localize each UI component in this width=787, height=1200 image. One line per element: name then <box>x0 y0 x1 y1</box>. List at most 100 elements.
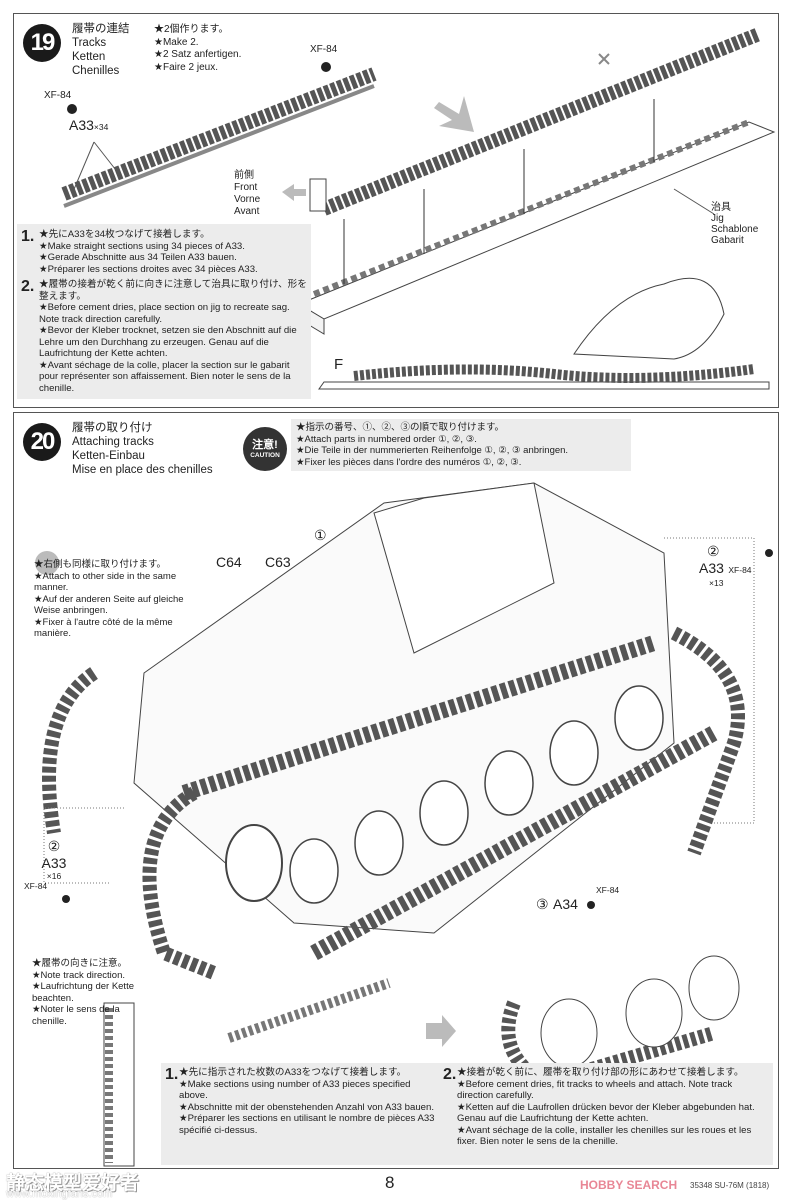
step-19-panel: 19 履帯の連結 Tracks Ketten Chenilles ★2個作ります… <box>13 13 779 408</box>
caution-notes: ★指示の番号、①、②、③の順で取り付けます。★Attach parts in n… <box>291 419 631 471</box>
jig-fr: Gabarit <box>711 235 744 246</box>
part-number: A34 <box>553 896 578 912</box>
part-callout: A33×34 <box>69 117 108 135</box>
instr-jp: ★接着が乾く前に、履帯を取り付け部の形にあわせて接着します。 <box>457 1067 744 1078</box>
note-line: ★Laufrichtung der Kette beachten. <box>32 981 134 1004</box>
instr-en: ★Before cement dries, place section on j… <box>39 302 290 325</box>
part-qty: ×16 <box>46 871 62 881</box>
instr-en: ★Before cement dries, fit tracks to whee… <box>457 1078 733 1102</box>
track-direction-note: ★履帯の向きに注意。★Note track direction.★Laufric… <box>32 958 152 1027</box>
step-20-instructions: 1. ★先に指示された枚数のA33をつなげて接着します。★Make sectio… <box>161 1063 773 1165</box>
note-line: ★履帯の向きに注意。 <box>32 958 128 969</box>
part-number: A33 <box>41 855 67 871</box>
instr-fr: ★Avant séchage de la colle, placer la se… <box>39 359 291 394</box>
caution-en: CAUTION <box>250 452 280 459</box>
step-20-illustration <box>35 482 773 1167</box>
note-line: ★Make 2. <box>154 36 199 48</box>
part-qty: ×34 <box>93 122 109 132</box>
note-line: ★指示の番号、①、②、③の順で取り付けます。 <box>296 422 505 433</box>
paint-dot-icon <box>321 62 331 72</box>
title-jp: 履帯の取り付け <box>72 422 153 434</box>
sagged-track <box>353 364 755 383</box>
track-rear-curve <box>670 626 745 856</box>
part-number: A33 <box>699 560 724 576</box>
step-19-illustration <box>61 27 776 390</box>
instr-fr: ★Préparer les sections en utilisant le n… <box>179 1113 435 1136</box>
jig-jp: 治具 <box>711 202 731 213</box>
paint-label: XF-84 <box>24 881 48 891</box>
part-callout-front: ② A33 ×16 XF-84 <box>24 838 84 891</box>
track-other-side <box>42 667 99 835</box>
note-line: ★2個作ります。 <box>154 24 229 35</box>
front-en: Front <box>234 182 258 193</box>
note-line: ★Fixer les pièces dans l'ordre des numér… <box>296 456 522 468</box>
other-side-marker-icon <box>35 551 59 575</box>
track-lower <box>310 725 718 961</box>
front-jp: 前側 <box>234 170 254 181</box>
note-line: ★Faire 2 jeux. <box>154 61 218 73</box>
instr-en: ★Make sections using number of A33 piece… <box>179 1078 411 1102</box>
front-fr: Avant <box>234 206 260 217</box>
front-de: Vorne <box>234 194 261 205</box>
part-number: A33 <box>69 117 94 133</box>
part-callout-rear: ② A33 XF-84 ×13 <box>699 543 752 588</box>
brand-watermark: HOBBY SEARCH <box>580 1178 678 1192</box>
order-marker-2: ② <box>47 838 61 854</box>
instr-en: ★Make straight sections using 34 pieces … <box>39 240 245 252</box>
step-title: 履帯の連結 Tracks Ketten Chenilles <box>72 22 130 78</box>
instruction-2: 2. ★履帯の接着が乾く前に向きに注意して治具に取り付け、形を整えます。★Bef… <box>21 279 307 394</box>
note-line: ★Attach to other side in the same manner… <box>34 570 177 594</box>
front-arrow-icon <box>282 184 306 201</box>
instr-de: ★Bevor der Kleber trocknet, setzen sie d… <box>39 325 297 359</box>
instr-jp: ★履帯の接着が乾く前に向きに注意して治具に取り付け、形を整えます。 <box>39 279 307 302</box>
note-line: ★Note track direction. <box>32 969 125 981</box>
paint-label: XF-84 <box>596 885 620 895</box>
caution-badge: 注意! CAUTION <box>243 427 287 471</box>
step-title: 履帯の取り付け Attaching tracks Ketten-Einbau M… <box>72 421 213 477</box>
instr-fr: ★Avant séchage de la colle, installer le… <box>457 1124 752 1148</box>
instruction-2: 2. ★接着が乾く前に、履帯を取り付け部の形にあわせて接着します。★Before… <box>443 1067 771 1148</box>
instr-fr: ★Préparer les sections droites avec 34 p… <box>39 263 258 275</box>
instr-jp: ★先にA33を34枚つなげて接着します。 <box>39 229 210 240</box>
order-marker-1: ① <box>314 527 327 543</box>
title-en: Attaching tracks <box>72 436 154 448</box>
title-jp: 履帯の連結 <box>72 23 130 35</box>
track-section-jig <box>321 27 762 216</box>
title-fr: Chenilles <box>72 65 120 77</box>
caution-jp: 注意! <box>252 439 278 451</box>
paint-label: XF-84 <box>44 90 72 101</box>
title-de: Ketten-Einbau <box>72 450 145 462</box>
order-marker-3: ③ <box>536 896 549 912</box>
title-de: Ketten <box>72 51 106 63</box>
instruction-number: 2. <box>443 1066 457 1083</box>
track-section-left <box>61 67 377 201</box>
front-marker: F <box>334 356 344 373</box>
instruction-number: 1. <box>165 1066 179 1083</box>
note-line: ★Die Teile in der nummerierten Reihenfol… <box>296 445 569 456</box>
jig-en: Jig <box>711 213 724 224</box>
track-section-sample <box>227 978 391 1043</box>
track-link-icon <box>309 178 327 212</box>
step-number: 19 <box>23 24 61 62</box>
title-en: Tracks <box>72 37 107 49</box>
track-front-curve <box>142 786 217 980</box>
instr-jp: ★先に指示された枚数のA33をつなげて接着します。 <box>179 1067 407 1078</box>
make-count-note: ★2個作ります。 ★Make 2. ★2 Satz anfertigen. ★F… <box>154 24 241 74</box>
drive-sprocket <box>225 824 283 902</box>
arrow-down-right-icon <box>434 96 474 132</box>
part-c64: C64 <box>216 554 242 570</box>
note-line: ★Auf der anderen Seite auf gleiche Weise… <box>34 593 184 617</box>
jig-de: Schablone <box>711 224 759 235</box>
hand-illustration <box>573 277 725 360</box>
instruction-number: 2. <box>21 278 35 295</box>
order-marker-2: ② <box>707 543 720 559</box>
paint-label: XF-84 <box>310 44 338 55</box>
road-wheels <box>289 685 664 904</box>
step-19-instructions: 1. ★先にA33を34枚つなげて接着します。★Make straight se… <box>17 224 311 399</box>
step-20-panel: 20 履帯の取り付け Attaching tracks Ketten-Einba… <box>13 412 779 1169</box>
note-line: ★2 Satz anfertigen. <box>154 49 242 60</box>
note-line: ★右側も同様に取り付けます。 <box>34 559 167 570</box>
instruction-1: 1. ★先にA33を34枚つなげて接着します。★Make straight se… <box>21 229 307 275</box>
instr-de: ★Gerade Abschnitte aus 34 Teilen A33 bau… <box>39 252 237 263</box>
